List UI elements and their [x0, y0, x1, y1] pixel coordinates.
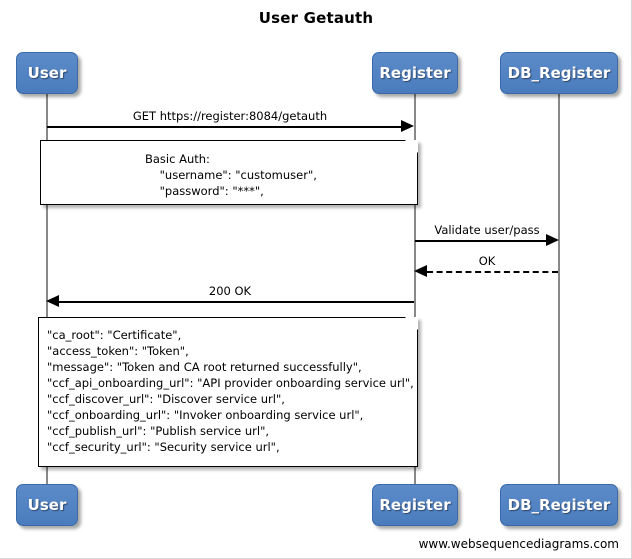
actor-register-top[interactable]: Register: [372, 52, 458, 94]
arrow-head-right-icon: [401, 120, 414, 132]
lifeline-db-register: [558, 94, 560, 486]
message-label-validate: Validate user/pass: [434, 223, 540, 237]
actor-db-register-bottom[interactable]: DB_Register: [500, 484, 618, 526]
lifeline-register: [414, 94, 416, 486]
arrow-head-left-icon: [46, 295, 59, 307]
note-basic-auth-text: Basic Auth: "username": "customuser", "p…: [145, 152, 317, 198]
actor-register-bottom[interactable]: Register: [372, 484, 458, 526]
footer-credit: www.websequencediagrams.com: [418, 537, 619, 551]
note-response-payload: "ca_root": "Certificate", "access_token"…: [38, 317, 418, 467]
message-line-ok: [427, 271, 558, 273]
note-fold-edge-icon: [400, 140, 418, 158]
actor-user-top-label: User: [27, 64, 67, 82]
actor-db-register-bottom-label: DB_Register: [507, 496, 611, 514]
arrow-head-left-icon: [414, 265, 427, 277]
arrow-head-right-icon: [546, 234, 559, 246]
message-line-getauth: [47, 126, 401, 128]
message-label-200ok: 200 OK: [208, 284, 252, 298]
message-line-validate: [415, 240, 546, 242]
actor-register-top-label: Register: [379, 64, 451, 82]
actor-user-bottom[interactable]: User: [16, 484, 78, 526]
actor-db-register-top[interactable]: DB_Register: [500, 52, 618, 94]
page-title: User Getauth: [258, 9, 374, 27]
actor-user-bottom-label: User: [27, 496, 67, 514]
message-label-ok: OK: [478, 254, 496, 268]
actor-register-bottom-label: Register: [379, 496, 451, 514]
lifeline-user: [46, 94, 48, 486]
actor-db-register-top-label: DB_Register: [507, 64, 611, 82]
note-basic-auth: Basic Auth: "username": "customuser", "p…: [40, 140, 418, 205]
message-label-getauth: GET https://register:8084/getauth: [132, 109, 328, 123]
note-response-payload-text: "ca_root": "Certificate", "access_token"…: [47, 328, 414, 454]
actor-user-top[interactable]: User: [16, 52, 78, 94]
message-line-200ok: [59, 301, 414, 303]
